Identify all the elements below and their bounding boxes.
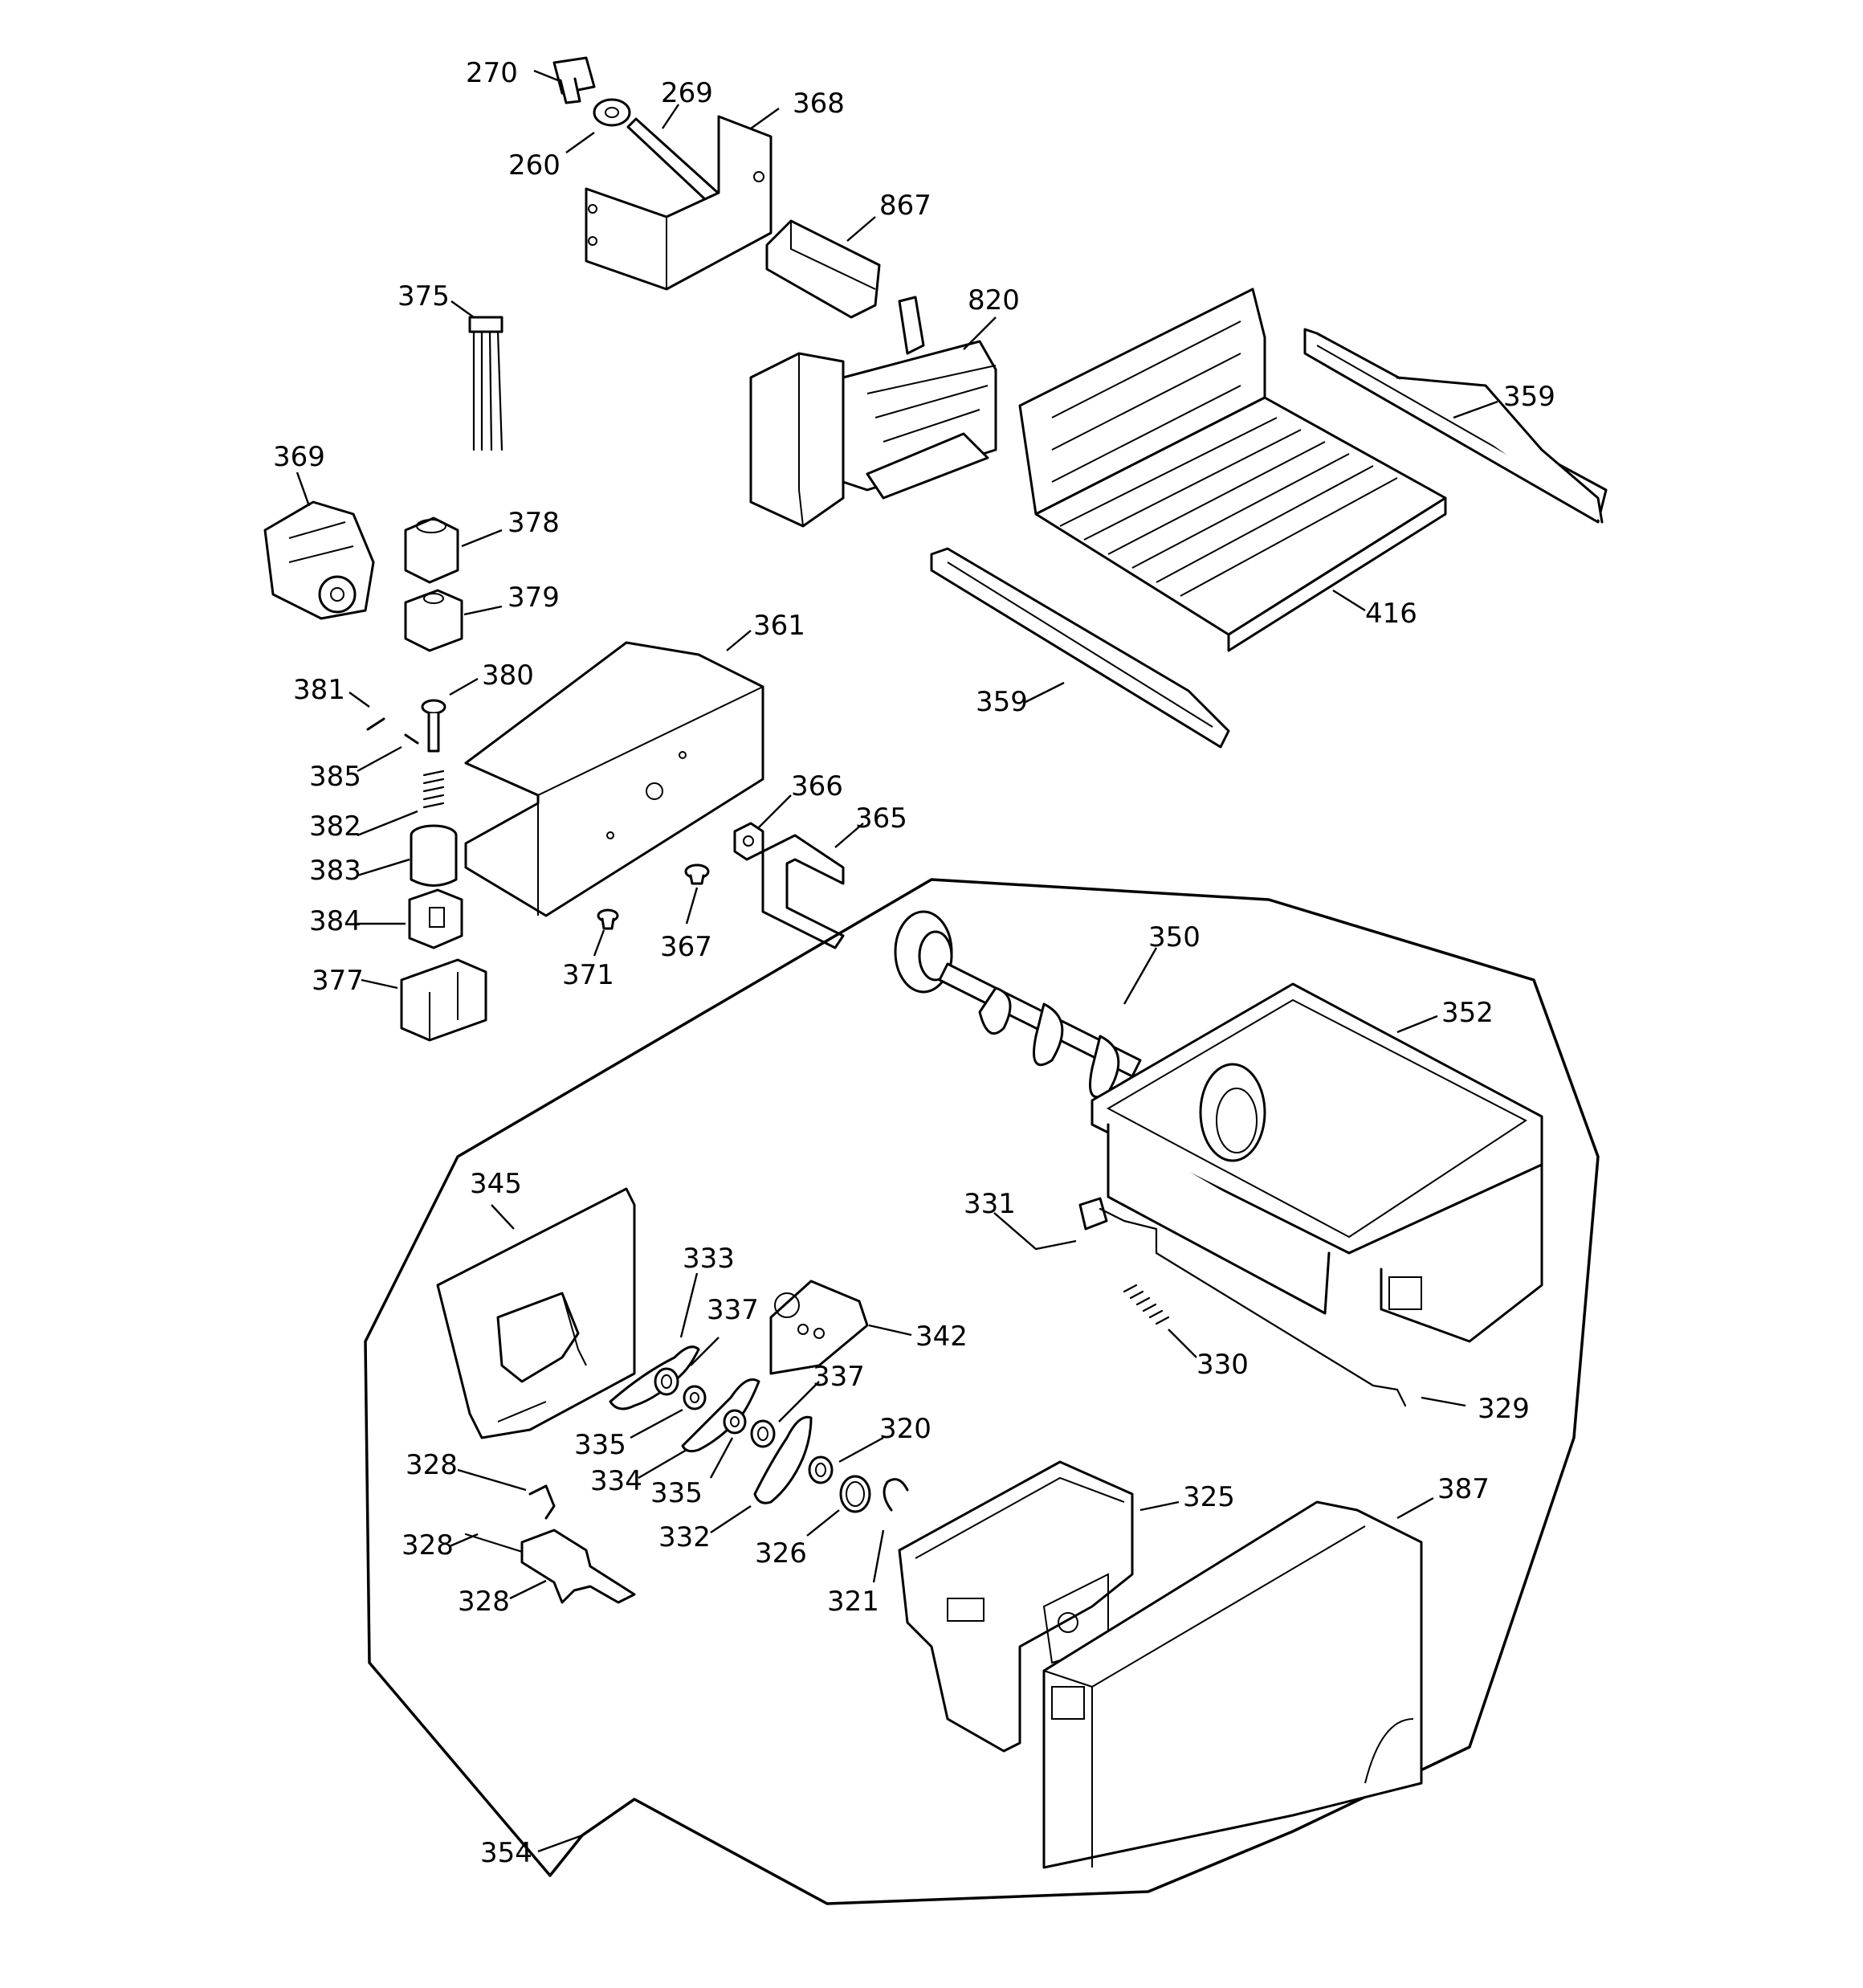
callout-366: 366 <box>791 770 843 802</box>
callout-359-lower: 359 <box>976 686 1028 718</box>
part-326-washer <box>839 1475 871 1513</box>
callout-352: 352 <box>1441 997 1494 1029</box>
part-361-housing <box>464 641 764 917</box>
callout-369: 369 <box>273 441 325 473</box>
callout-334: 334 <box>590 1465 642 1497</box>
part-332-blade <box>753 1415 813 1504</box>
callout-379: 379 <box>508 582 560 614</box>
callout-820: 820 <box>968 284 1020 316</box>
callout-359-upper: 359 <box>1503 381 1555 413</box>
callout-321: 321 <box>827 1586 879 1618</box>
callout-335-left: 335 <box>574 1429 626 1461</box>
part-325-chute <box>898 1460 1134 1753</box>
part-337-spacer-a <box>654 1367 679 1396</box>
callout-337-upper: 337 <box>707 1294 759 1326</box>
part-350-auger <box>894 910 1142 1099</box>
part-820-ice-maker <box>749 296 997 528</box>
part-320-bushing <box>808 1455 834 1484</box>
part-334-blade <box>681 1378 760 1453</box>
callout-367: 367 <box>660 931 712 963</box>
part-384-bracket <box>408 888 463 949</box>
callout-365: 365 <box>855 802 907 835</box>
callout-380: 380 <box>482 659 534 692</box>
part-359-rail-upper <box>1303 328 1608 524</box>
part-333-blade <box>609 1345 700 1410</box>
callout-371: 371 <box>562 959 614 991</box>
part-335-washer-a <box>683 1385 707 1410</box>
callout-328-middle: 328 <box>402 1529 454 1561</box>
callout-375: 375 <box>397 280 450 312</box>
callout-335-right: 335 <box>650 1477 703 1509</box>
part-371-screw <box>597 908 619 930</box>
part-369-motor <box>263 500 375 620</box>
callout-260: 260 <box>508 149 561 182</box>
callout-385: 385 <box>309 761 361 793</box>
part-328-spring-clip <box>528 1484 556 1520</box>
callout-326: 326 <box>755 1537 807 1570</box>
callout-387: 387 <box>1437 1473 1490 1505</box>
part-270-fill-cup <box>552 56 596 104</box>
callout-381: 381 <box>293 674 345 706</box>
part-367-screw <box>684 863 710 885</box>
part-331-clip <box>1078 1197 1108 1231</box>
part-365-bracket <box>761 834 845 949</box>
part-867-cover <box>765 219 881 319</box>
callout-331: 331 <box>964 1188 1016 1220</box>
callout-328-top: 328 <box>406 1449 458 1481</box>
part-329-rod <box>1099 1207 1407 1407</box>
part-330-spring <box>1123 1284 1170 1325</box>
part-416-shelf <box>1018 288 1447 652</box>
part-375-wire-harness <box>468 316 503 451</box>
callout-384: 384 <box>309 905 361 937</box>
part-328-rod <box>464 1533 532 1556</box>
callout-337-lower: 337 <box>813 1361 865 1393</box>
part-377-bracket <box>400 958 487 1042</box>
part-328-lever <box>520 1529 636 1604</box>
callout-325: 325 <box>1183 1481 1235 1513</box>
part-321-retaining-ring <box>883 1478 909 1512</box>
part-368-bracket <box>585 115 773 291</box>
part-381-pin <box>366 717 385 731</box>
callout-382: 382 <box>309 810 361 843</box>
part-366-clip <box>733 822 764 861</box>
callout-332: 332 <box>658 1521 711 1553</box>
callout-333: 333 <box>683 1243 735 1275</box>
callout-330: 330 <box>1196 1349 1249 1381</box>
callout-416: 416 <box>1365 598 1417 630</box>
callout-345: 345 <box>470 1168 522 1200</box>
part-380-plunger <box>421 699 446 753</box>
callout-labels: 270 269 368 260 867 375 820 359 369 378 … <box>273 57 1555 1869</box>
part-382-spring <box>422 769 445 809</box>
part-385-pin <box>404 733 419 745</box>
callout-867: 867 <box>879 190 932 222</box>
part-359-rail-lower <box>930 547 1230 749</box>
callout-329: 329 <box>1478 1393 1530 1425</box>
callout-361: 361 <box>753 610 805 642</box>
part-379-block <box>404 589 463 652</box>
callout-378: 378 <box>508 507 560 539</box>
part-337-spacer-b <box>750 1419 776 1448</box>
callout-354: 354 <box>480 1837 532 1869</box>
callout-320: 320 <box>879 1413 932 1445</box>
callout-328-bottom: 328 <box>458 1586 510 1618</box>
leader-lines <box>296 69 1498 1853</box>
part-345-housing <box>436 1187 636 1439</box>
part-352-ice-bucket <box>1090 982 1543 1343</box>
assembly-354-boundary <box>364 878 1600 1905</box>
callout-377: 377 <box>312 965 364 997</box>
callout-383: 383 <box>309 855 361 887</box>
part-383-bushing <box>410 824 458 887</box>
callout-368: 368 <box>793 88 845 120</box>
callout-350: 350 <box>1148 921 1201 953</box>
part-342-bracket <box>769 1280 869 1375</box>
part-378-solenoid <box>404 516 459 584</box>
callout-269: 269 <box>661 77 713 109</box>
part-387-cover <box>1042 1500 1423 1869</box>
part-335-washer-b <box>723 1409 747 1435</box>
callout-342: 342 <box>915 1321 968 1353</box>
callout-270: 270 <box>466 57 518 89</box>
part-260-washer <box>593 98 631 127</box>
